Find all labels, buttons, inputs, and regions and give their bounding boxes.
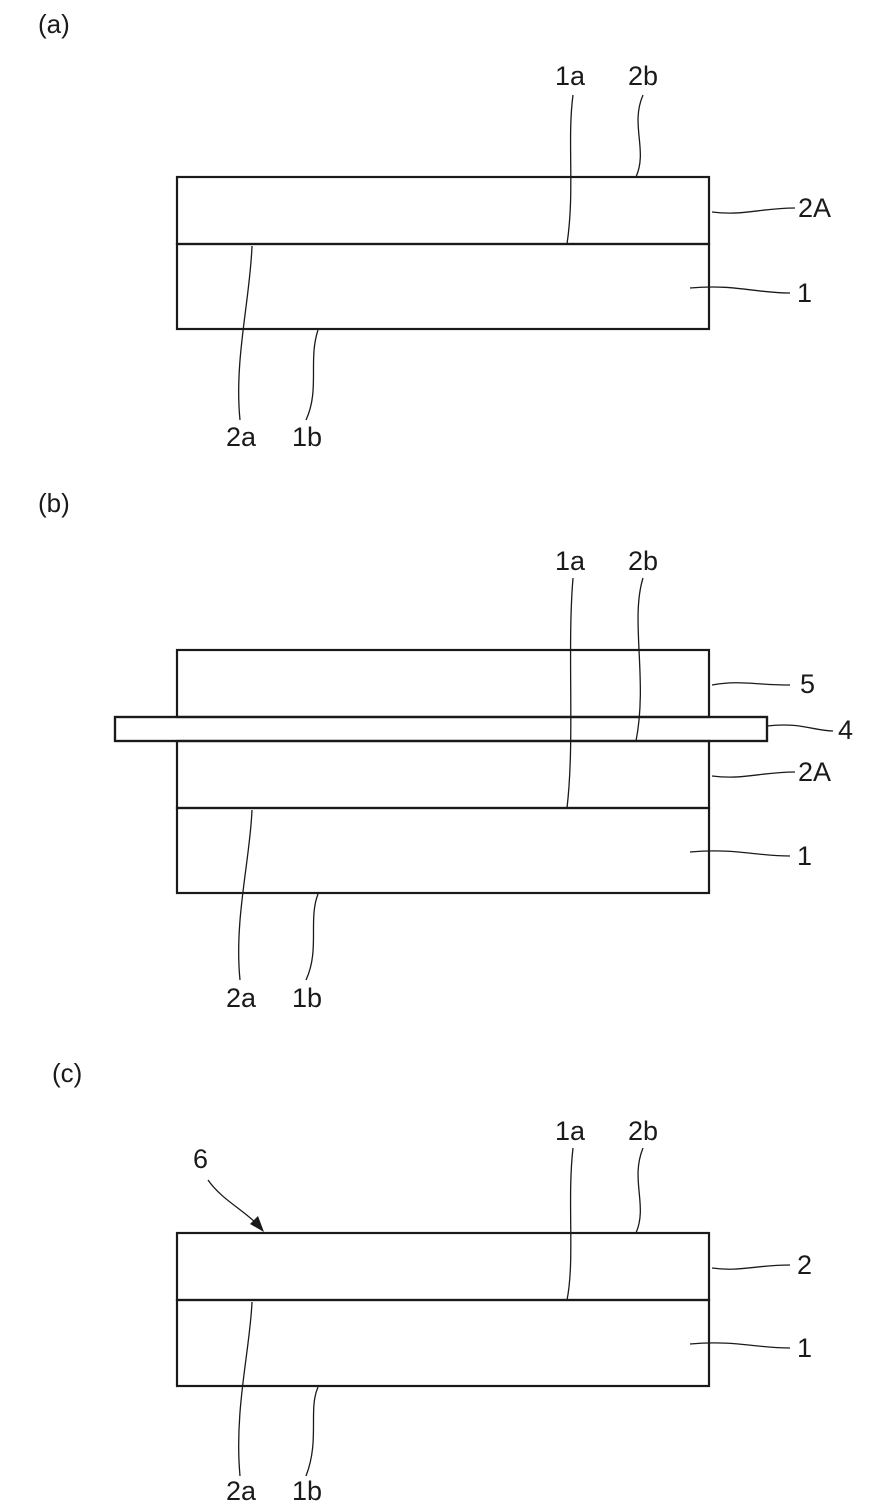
label-2b: 2b [628, 546, 658, 576]
leader-1 [690, 1343, 790, 1348]
layer-2A [177, 741, 709, 808]
label-2A: 2A [798, 757, 831, 787]
layer-2 [177, 1233, 709, 1300]
leader-2a [239, 1302, 252, 1476]
label-2: 2 [797, 1250, 812, 1280]
label-1: 1 [797, 278, 812, 308]
leader-2A [712, 208, 795, 213]
leader-5 [712, 683, 790, 685]
label-1: 1 [797, 841, 812, 871]
label-2a: 2a [226, 1476, 257, 1506]
leader-1a [567, 578, 573, 808]
substrate-1 [177, 1300, 709, 1386]
film-4 [115, 717, 767, 741]
panel-tag-b: (b) [38, 488, 70, 518]
label-1a: 1a [555, 61, 586, 91]
leader-2 [712, 1265, 790, 1269]
substrate-1 [177, 244, 709, 329]
leader-2b [636, 95, 643, 177]
panel-a: (a) 1a 2b 2A 1 2a 1b [38, 9, 831, 452]
leader-1a [567, 95, 573, 244]
substrate-1 [177, 808, 709, 893]
label-2A: 2A [798, 193, 831, 223]
panel-tag-c: (c) [52, 1058, 82, 1088]
layer-2A [177, 177, 709, 244]
leader-1 [690, 287, 790, 293]
block-5 [177, 650, 709, 717]
label-1: 1 [797, 1333, 812, 1363]
label-1b: 1b [292, 983, 322, 1013]
label-2a: 2a [226, 422, 257, 452]
arrow-6 [208, 1180, 259, 1226]
film-4-hatch [115, 717, 767, 741]
label-2b: 2b [628, 1116, 658, 1146]
leader-2a [239, 246, 252, 420]
arrow-6-head [250, 1216, 264, 1232]
leader-4 [767, 725, 833, 731]
leader-1 [690, 851, 790, 856]
label-2a: 2a [226, 983, 257, 1013]
leader-2b [636, 1148, 643, 1233]
leader-1b [306, 1387, 318, 1476]
leader-1b [306, 894, 318, 980]
label-1a: 1a [555, 1116, 586, 1146]
leader-2a [239, 810, 252, 980]
label-1b: 1b [292, 1476, 322, 1506]
label-1a: 1a [555, 546, 586, 576]
leader-1b [306, 330, 318, 420]
label-4: 4 [838, 715, 853, 745]
leader-1a [567, 1148, 573, 1300]
label-6: 6 [193, 1144, 208, 1174]
panel-b: (b) 1a 2b 5 4 2A 1 2a 1b [38, 488, 853, 1013]
panel-tag-a: (a) [38, 9, 70, 39]
label-5: 5 [800, 669, 815, 699]
leader-2A [712, 772, 795, 777]
panel-c: (c) 6 1a 2b 2 1 2a 1b [52, 1058, 812, 1506]
label-1b: 1b [292, 422, 322, 452]
label-2b: 2b [628, 61, 658, 91]
